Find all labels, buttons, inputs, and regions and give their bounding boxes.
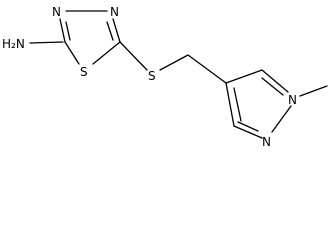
bond-c5-s	[119, 41, 148, 71]
structure-svg: H₂N N N S S N N	[2, 5, 328, 149]
bond-n2-c3-double	[237, 121, 259, 132]
bond-c5-n1	[261, 69, 289, 93]
thiadiazole-n4-label: N	[110, 5, 119, 19]
bond-n1-methyl	[299, 85, 328, 97]
bond-c5-n1-inner	[261, 77, 284, 96]
thiadiazole-n3-label: N	[52, 5, 61, 19]
bond-n1-n2	[271, 105, 292, 133]
bond-s1-c2	[64, 41, 80, 65]
bond-c5-s1	[92, 41, 121, 65]
bond-c3-c4	[225, 82, 235, 127]
bond-ch2-c4	[187, 54, 227, 84]
bond-n2-c3	[233, 125, 263, 139]
amine-label: H₂N	[2, 37, 25, 51]
bond-c3-c4-double	[233, 87, 242, 122]
pyrazole-n1-label: N	[288, 93, 297, 107]
bond-nh2-c2	[29, 41, 64, 44]
bond-s-ch2	[159, 54, 189, 71]
thiadiazole-s1-label: S	[80, 65, 88, 79]
bond-n4-c5-double	[106, 21, 114, 41]
bond-n4-c5	[112, 18, 121, 43]
pyrazole-n2-label: N	[262, 135, 271, 149]
bond-c2-n3	[59, 18, 66, 43]
molecule-structure-diagram: H₂N N N S S N N	[2, 5, 328, 149]
thioether-s-label: S	[148, 69, 156, 83]
bond-c2-n3-double	[65, 21, 71, 41]
bond-c4-c5	[225, 69, 263, 84]
